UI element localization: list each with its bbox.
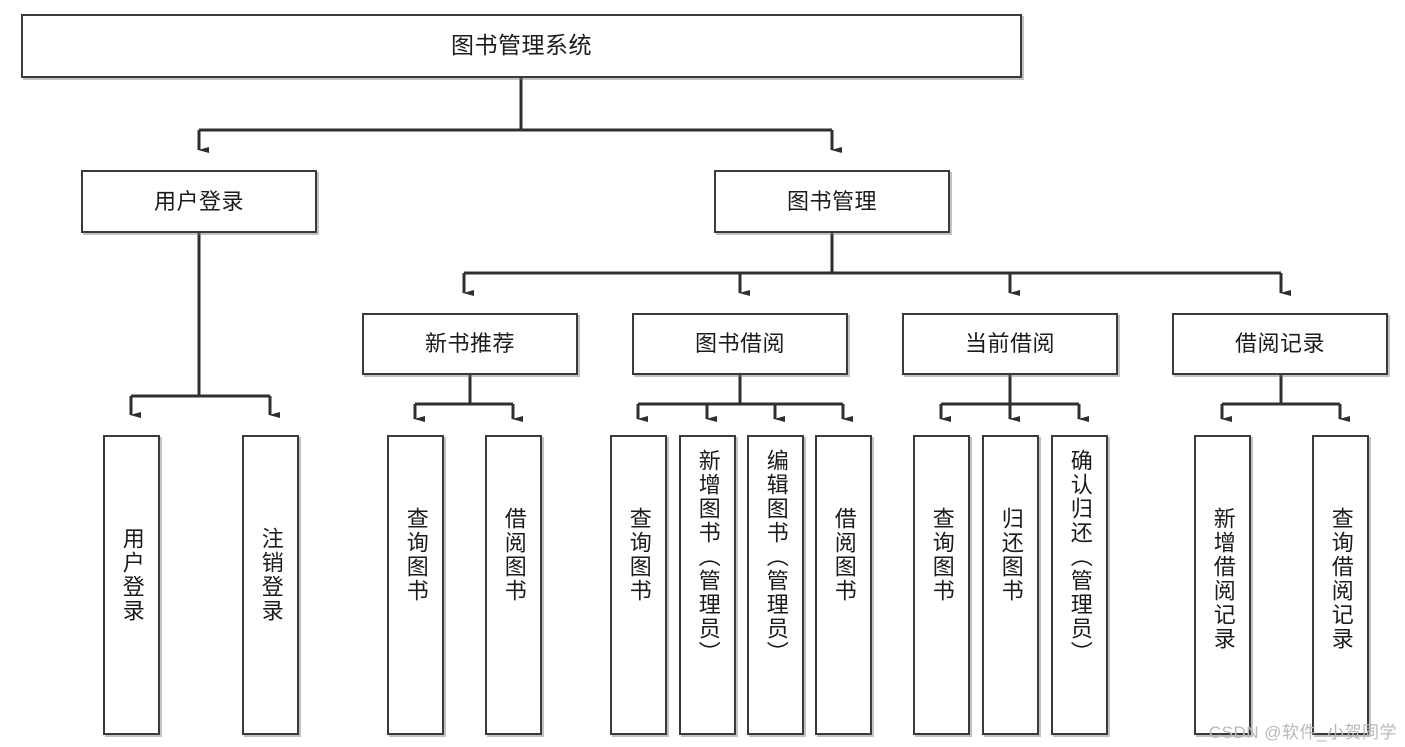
node-leaf-confirm-return-admin[interactable]: 确认归还（管理员） [1051,435,1108,735]
node-label: 查询图书 [929,507,955,603]
node-label: 用户登录 [153,188,244,214]
node-new-book-recommend[interactable]: 新书推荐 [362,313,578,375]
node-leaf-add-book-admin[interactable]: 新增图书（管理员） [679,435,736,735]
node-leaf-edit-book-admin[interactable]: 编辑图书（管理员） [747,435,804,735]
node-label: 查询图书 [626,507,652,603]
node-label: 图书管理系统 [451,32,592,59]
node-label: 确认归还（管理员） [1067,449,1093,665]
node-book-borrow[interactable]: 图书借阅 [632,313,848,375]
node-leaf-borrow-book[interactable]: 借阅图书 [815,435,872,735]
node-leaf-query-book-current[interactable]: 查询图书 [913,435,970,735]
node-leaf-user-login[interactable]: 用户登录 [103,435,160,735]
node-leaf-query-book-newbook[interactable]: 查询图书 [387,435,444,735]
node-label: 借阅记录 [1234,331,1325,357]
node-label: 归还图书 [998,507,1024,603]
node-label: 注销登录 [258,527,284,623]
node-label: 图书借阅 [694,331,785,357]
node-book-management[interactable]: 图书管理 [714,170,950,233]
node-leaf-borrow-book-newbook[interactable]: 借阅图书 [485,435,542,735]
node-label: 新书推荐 [424,331,515,357]
node-borrow-record[interactable]: 借阅记录 [1172,313,1388,375]
node-label: 当前借阅 [964,331,1055,357]
node-leaf-return-book[interactable]: 归还图书 [982,435,1039,735]
node-current-borrow[interactable]: 当前借阅 [902,313,1118,375]
node-leaf-add-borrow-record[interactable]: 新增借阅记录 [1194,435,1251,735]
node-label: 图书管理 [786,188,877,214]
node-leaf-query-borrow-record[interactable]: 查询借阅记录 [1312,435,1369,735]
node-root-book-management-system[interactable]: 图书管理系统 [21,14,1022,78]
node-label: 用户登录 [119,527,145,623]
node-label: 查询图书 [403,507,429,603]
node-label: 借阅图书 [501,507,527,603]
node-label: 新增借阅记录 [1210,507,1236,651]
node-user-login[interactable]: 用户登录 [81,170,317,233]
node-label: 查询借阅记录 [1328,507,1354,651]
node-label: 新增图书（管理员） [695,449,721,665]
node-leaf-query-book-borrow[interactable]: 查询图书 [610,435,667,735]
node-label: 编辑图书（管理员） [763,449,789,665]
node-leaf-logout[interactable]: 注销登录 [242,435,299,735]
node-label: 借阅图书 [831,507,857,603]
